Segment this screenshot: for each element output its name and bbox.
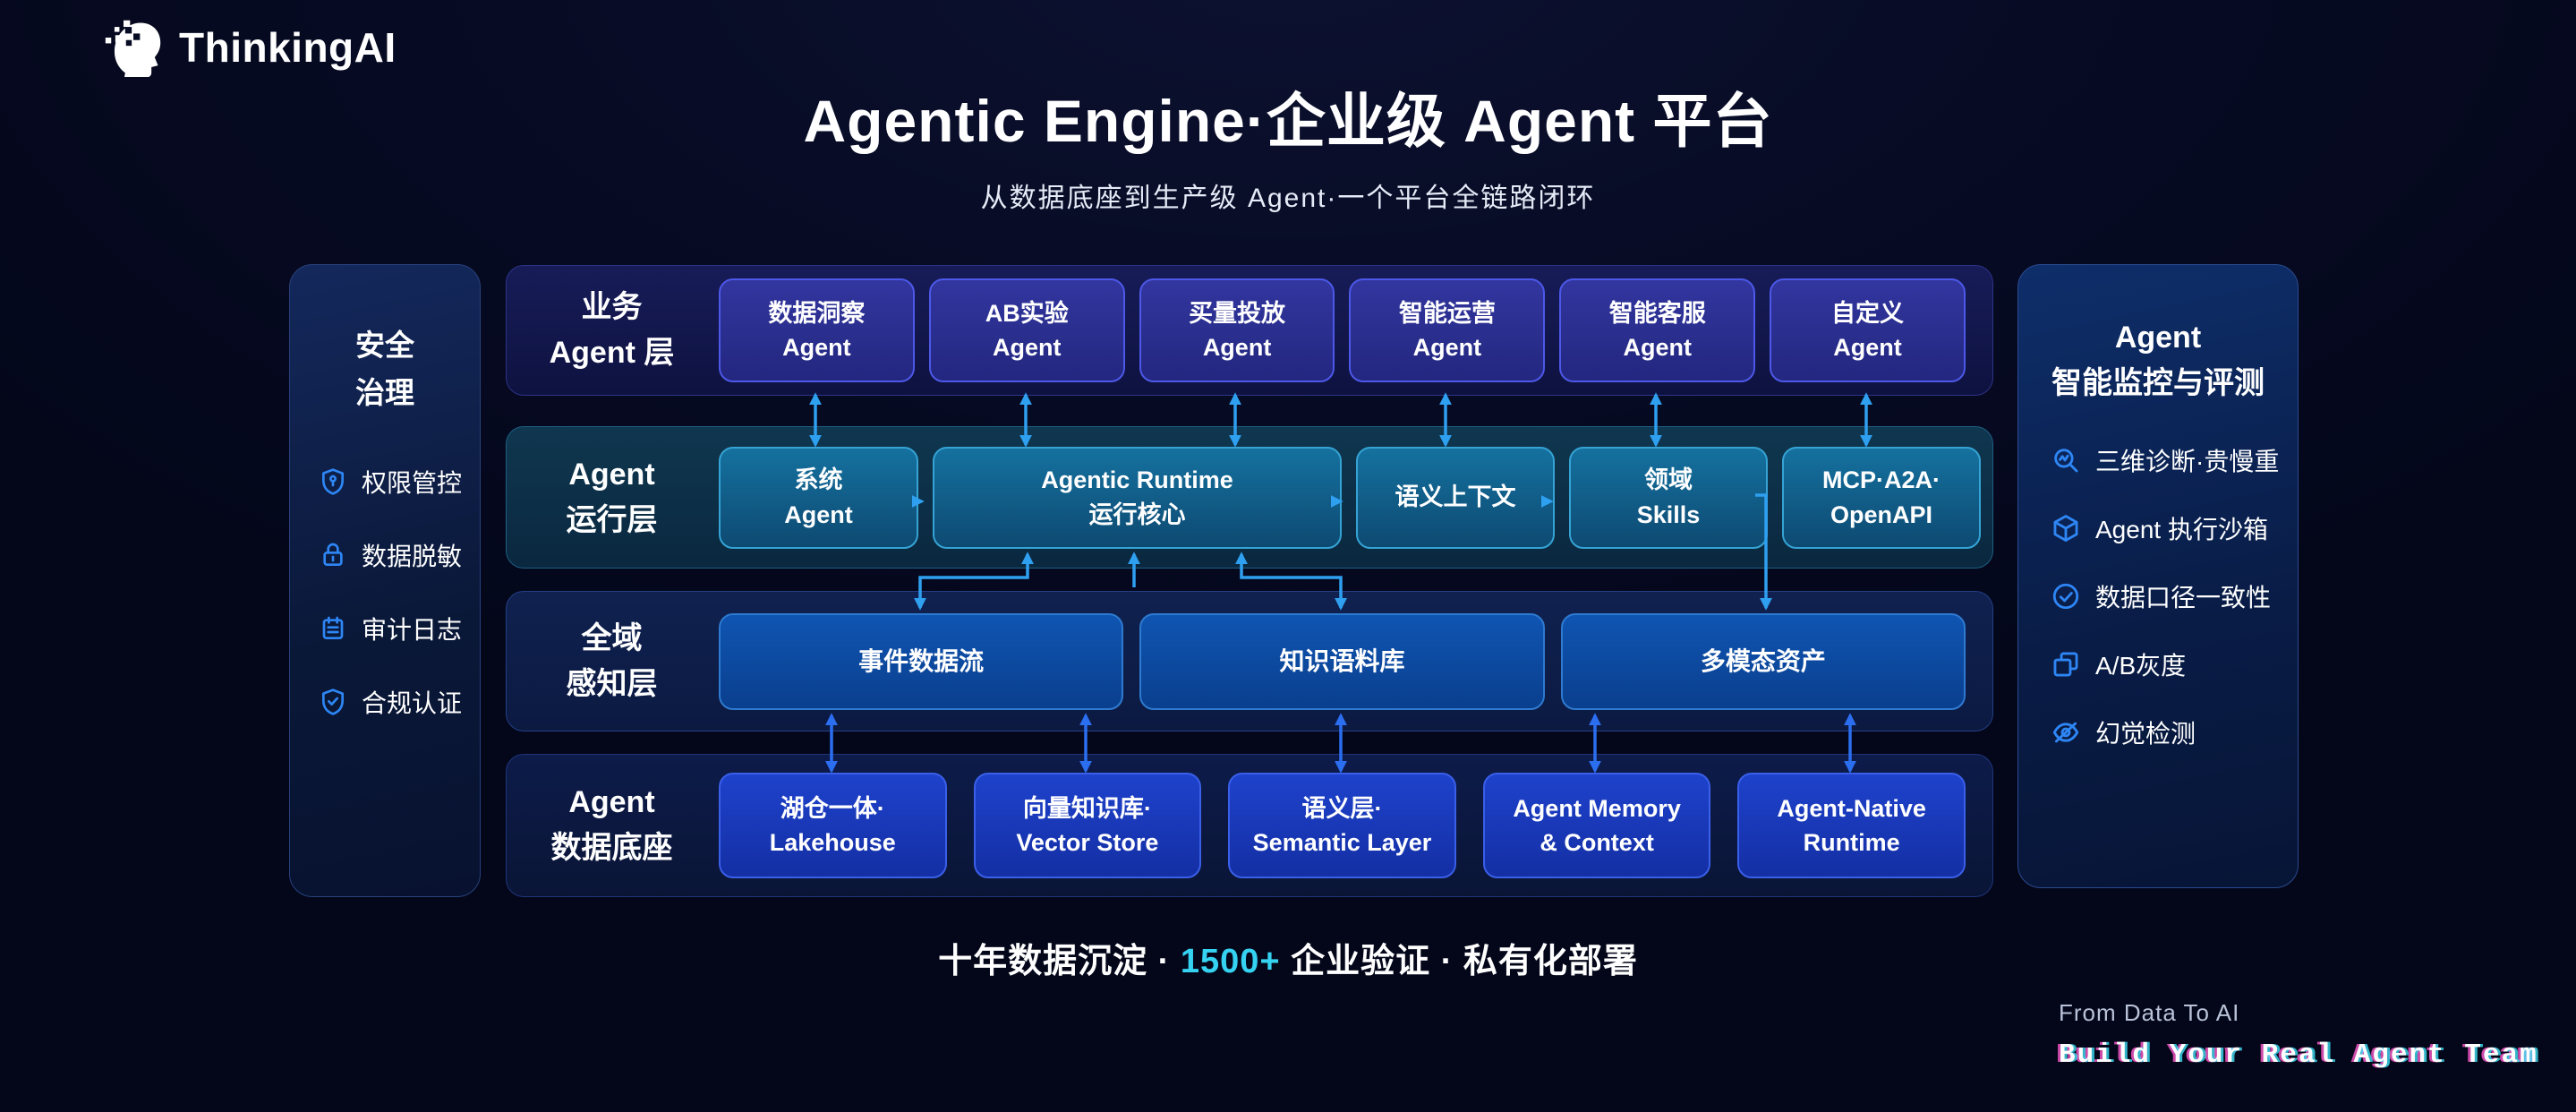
layer-label-business: 业务 Agent 层	[549, 290, 675, 370]
card-lakehouse: 湖仓一体·Lakehouse	[719, 773, 947, 878]
cube-icon	[2053, 515, 2078, 542]
page-title: Agentic Engine·企业级 Agent 平台	[803, 88, 1773, 154]
layer-label-data-foundation: Agent 数据底座	[550, 785, 673, 865]
card-knowledge-corpus: 知识语料库	[1139, 612, 1545, 710]
security-governance-panel: 安全 治理 权限管控 数据脱敏 审计日志	[289, 264, 481, 897]
card-semantic-layer: 语义层·Semantic Layer	[1228, 773, 1456, 878]
monitoring-panel-title: Agent 智能监控与评测	[2051, 321, 2265, 400]
slogan-small: From Data To AI	[2059, 999, 2240, 1026]
perception-cards: 事件数据流 知识语料库 多模态资产	[719, 592, 1966, 731]
slogan-big: Build Your Real Agent Team	[2059, 1039, 2538, 1071]
card-agent-memory: Agent Memory& Context	[1482, 773, 1711, 878]
card-multimodal-assets: 多模态资产	[1560, 612, 1966, 710]
monitoring-panel-items: 三维诊断·贵慢重 Agent 执行沙箱 数据口径一致性 A/B灰度	[2018, 442, 2298, 750]
card-event-stream: 事件数据流	[719, 612, 1124, 710]
list-item-data-consistency: 数据口径一致性	[2051, 578, 2298, 614]
layer-data-foundation: Agent 数据底座 湖仓一体·Lakehouse 向量知识库·Vector S…	[506, 754, 1993, 897]
card-semantic-context: 语义上下文	[1356, 446, 1555, 549]
data-foundation-cards: 湖仓一体·Lakehouse 向量知识库·Vector Store 语义层·Se…	[719, 755, 1966, 896]
audit-log-icon	[322, 616, 344, 639]
footer-tagline: 十年数据沉淀 · 1500+ 企业验证 · 私有化部署	[938, 943, 1638, 980]
list-item-sandbox: Agent 执行沙箱	[2051, 510, 2298, 546]
security-panel-items: 权限管控 数据脱敏 审计日志 合规认证	[290, 464, 480, 720]
security-panel-title: 安全 治理	[355, 329, 414, 409]
layer-label-runtime: Agent 运行层	[566, 457, 658, 537]
enterprise-count: 1500+	[1180, 943, 1281, 980]
brand-name: ThinkingAI	[179, 24, 397, 71]
list-item-hallucination: 幻觉检测	[2051, 714, 2298, 750]
shield-check-icon	[322, 688, 344, 715]
check-circle-icon	[2052, 583, 2079, 610]
list-item-data-masking: 数据脱敏	[319, 537, 480, 573]
magnifier-wave-icon	[2054, 449, 2078, 473]
monitoring-panel: Agent 智能监控与评测 三维诊断·贵慢重 Agent 执行沙箱 数据口径	[2017, 264, 2299, 888]
thinking-head-icon	[105, 20, 161, 77]
list-item-permission-control: 权限管控	[319, 464, 480, 500]
layer-label-perception: 全域 感知层	[566, 620, 658, 701]
overlap-squares-icon	[2053, 652, 2078, 677]
shield-key-icon	[322, 467, 344, 495]
card-vector-store: 向量知识库·Vector Store	[973, 773, 1202, 878]
list-item-ab-gray: A/B灰度	[2051, 646, 2298, 682]
lock-icon	[323, 543, 343, 566]
brand-logo: ThinkingAI	[104, 18, 397, 77]
list-item-3d-diagnosis: 三维诊断·贵慢重	[2051, 442, 2298, 478]
list-item-compliance: 合规认证	[319, 684, 480, 720]
footer-slogan: From Data To AI Build Your Real Agent Te…	[2059, 999, 2538, 1071]
eye-off-icon	[2052, 722, 2079, 743]
page-subtitle: 从数据底座到生产级 Agent·一个平台全链路闭环	[980, 184, 1596, 213]
list-item-audit-log: 审计日志	[319, 611, 480, 646]
layer-global-perception: 全域 感知层 事件数据流 知识语料库 多模态资产	[506, 591, 1993, 731]
card-mcp-a2a-openapi: MCP·A2A·OpenAPI	[1782, 446, 1981, 549]
